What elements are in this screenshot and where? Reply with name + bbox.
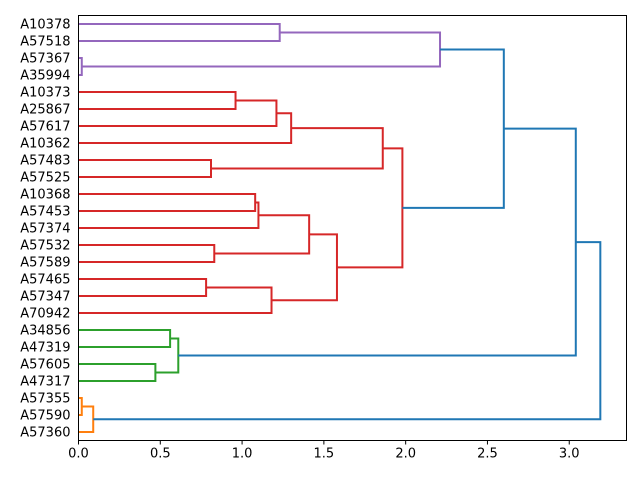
leaf-label: A57355	[20, 392, 70, 407]
dendrogram-link-gA	[78, 329, 172, 348]
leaf-label: A10378	[20, 18, 70, 33]
leaf-label: A57360	[20, 426, 70, 441]
dendrogram-link-rL	[271, 233, 338, 302]
leaf-label: A57518	[20, 35, 70, 50]
dendrogram-link-gC	[155, 337, 180, 374]
axes: 0.0 0.5 1.0 1.5 2.0 2.5 3.0	[68, 15, 627, 462]
dendrogram-link-rJ	[78, 278, 208, 297]
leaf-label: A57465	[20, 273, 70, 288]
dendrogram-link-rB	[78, 99, 278, 127]
leaf-label: A57589	[20, 256, 70, 271]
leaf-label: A57605	[20, 358, 70, 373]
dendrogram-link-bC	[93, 241, 602, 421]
leaf-label: A10368	[20, 188, 70, 203]
dendrogram-link-rG	[78, 201, 260, 229]
dendrogram-link-rH	[78, 244, 216, 263]
dendrogram-link-oB	[78, 405, 95, 433]
dendrogram-link-rF	[78, 193, 257, 212]
dendrogram-link-rD	[78, 159, 213, 178]
dendrogram-link-pB	[78, 57, 83, 76]
plot-border	[78, 15, 627, 441]
x-tick-label: 2.0	[395, 447, 416, 462]
x-tick-label: 3.0	[559, 447, 580, 462]
x-tick-label: 2.5	[477, 447, 498, 462]
leaf-label: A57525	[20, 171, 70, 186]
x-tick-label: 0.5	[150, 447, 171, 462]
leaf-label: A25867	[20, 103, 70, 118]
leaf-label: A34856	[20, 324, 70, 339]
leaf-label: A57590	[20, 409, 70, 424]
dendrogram-link-rC	[78, 112, 293, 144]
leaf-labels: A10378A57518A57367A35994A10373A25867A576…	[20, 18, 70, 441]
dendrogram-link-rE	[211, 127, 384, 170]
leaf-label: A57374	[20, 222, 70, 237]
dendrogram-link-rI	[214, 214, 311, 255]
dendrogram-link-bB	[178, 127, 577, 357]
leaf-label: A57347	[20, 290, 70, 305]
leaf-label: A57483	[20, 154, 70, 169]
x-tick-label: 1.5	[314, 447, 335, 462]
leaf-label: A35994	[20, 69, 70, 84]
dendrogram-link-rA	[78, 91, 237, 110]
dendrogram-link-gB	[78, 363, 157, 382]
dendrogram-links	[78, 23, 602, 433]
leaf-label: A47319	[20, 341, 70, 356]
leaf-label: A57367	[20, 52, 70, 67]
leaf-label: A57617	[20, 120, 70, 135]
leaf-label: A57532	[20, 239, 70, 254]
dendrogram-link-rK	[78, 286, 273, 314]
leaf-label: A47317	[20, 375, 70, 390]
leaf-label: A57453	[20, 205, 70, 220]
dendrogram-link-bA	[402, 48, 505, 209]
dendrogram-link-pC	[81, 31, 442, 68]
leaf-label: A10362	[20, 137, 70, 152]
x-tick-label: 1.0	[232, 447, 253, 462]
dendrogram-link-pA	[78, 23, 281, 42]
leaf-label: A70942	[20, 307, 70, 322]
leaf-label: A10373	[20, 86, 70, 101]
dendrogram-link-rM	[336, 147, 404, 269]
dendrogram-link-oA	[78, 397, 83, 416]
x-tick-label: 0.0	[68, 447, 89, 462]
